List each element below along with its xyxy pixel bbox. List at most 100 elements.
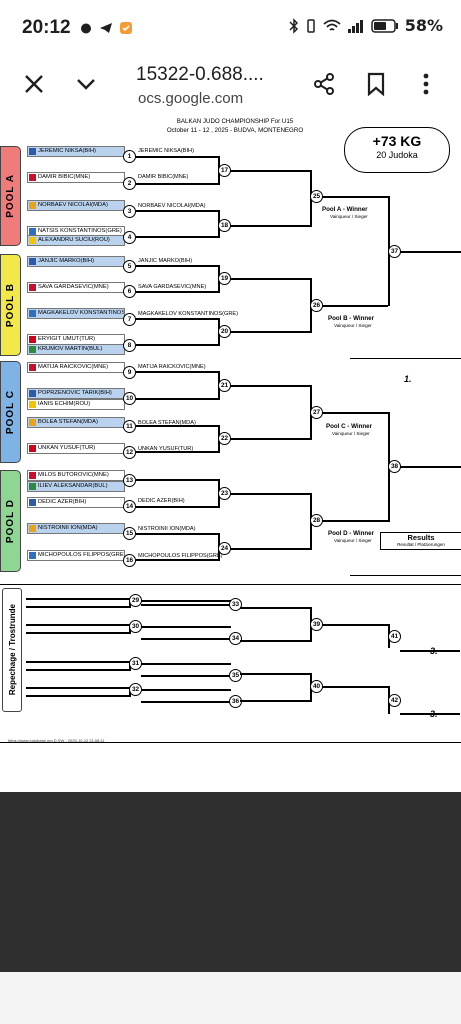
bracket-line-h bbox=[136, 156, 220, 158]
status-time: 20:12 bbox=[22, 17, 71, 38]
bracket-line-h bbox=[322, 520, 388, 522]
advancing-athlete: JANJIC MARKO(BIH) bbox=[138, 258, 193, 264]
close-button[interactable] bbox=[16, 66, 52, 102]
advancing-athlete: NORBAEV NICOLAI(MDA) bbox=[138, 203, 206, 209]
telegram-icon bbox=[99, 23, 112, 33]
bracket-sheet: BALKAN JUDO CHAMPIONSHIP For U15 October… bbox=[0, 118, 461, 743]
advancing-athlete: SAVA GARDASEVIC(MNE) bbox=[138, 284, 207, 290]
athlete-name: BOLEA STEFAN(MDA) bbox=[38, 419, 98, 425]
athlete-name: IANIS ECHIM(ROU) bbox=[38, 401, 91, 407]
first-round-node: 2 bbox=[123, 177, 136, 190]
match-node: 42 bbox=[388, 694, 401, 707]
bracket-line-h bbox=[230, 278, 312, 280]
athlete-name: MILOS BUTOROVIC(MNE) bbox=[38, 472, 109, 478]
advancing-athlete: DEDIC AZER(BIH) bbox=[138, 498, 185, 504]
bracket-line-h bbox=[136, 265, 220, 267]
athlete-entry: NISTROINII ION(MDA) bbox=[27, 523, 125, 534]
athlete-entry: JEREMIC NIKSA(BIH) bbox=[27, 146, 125, 157]
bracket-line-h bbox=[136, 344, 220, 346]
pool-b-tab: POOL B bbox=[0, 254, 21, 356]
bracket-line-h bbox=[26, 669, 130, 671]
bracket-line-h bbox=[350, 575, 461, 576]
expand-button[interactable] bbox=[68, 66, 104, 102]
repechage-tab: Repechage / Trostrunde bbox=[2, 588, 22, 712]
first-round-node: 14 bbox=[123, 500, 136, 513]
bracket-line-h bbox=[26, 661, 130, 663]
page-title[interactable]: 15322-0.688.... bbox=[136, 64, 264, 85]
third-place-label-1: 3. bbox=[430, 646, 438, 656]
bottom-bar bbox=[0, 972, 461, 1024]
bracket-line-h bbox=[136, 183, 220, 185]
country-flag-icon bbox=[29, 228, 36, 235]
close-icon bbox=[25, 75, 43, 93]
bracket-line-h bbox=[322, 305, 388, 307]
status-right: 58% bbox=[289, 16, 443, 35]
share-icon bbox=[314, 73, 334, 95]
bracket-line-h bbox=[141, 689, 231, 691]
first-round-node: 11 bbox=[123, 420, 136, 433]
first-round-node: 6 bbox=[123, 285, 136, 298]
country-flag-icon bbox=[29, 483, 36, 490]
athlete-entry: SAVA GARDASEVIC(MNE) bbox=[27, 282, 125, 293]
document-footer: https://www.judobase.org D.SW - 2025-10-… bbox=[8, 738, 105, 743]
share-button[interactable] bbox=[306, 66, 342, 102]
bracket-line-h bbox=[400, 650, 460, 652]
bracket-line-h bbox=[26, 632, 130, 634]
athlete-entry: KRUMOV MARTIN(BUL) bbox=[27, 344, 125, 355]
advancing-athlete: DAMIR BIBIC(MNE) bbox=[138, 174, 189, 180]
bracket-line-h bbox=[26, 624, 130, 626]
bracket-line-h bbox=[141, 663, 231, 665]
event-title: BALKAN JUDO CHAMPIONSHIP For U15 bbox=[176, 118, 294, 125]
athlete-name: ILIEV ALEKSANDAR(BUL) bbox=[38, 483, 108, 489]
bracket-line-h bbox=[136, 291, 220, 293]
bracket-line-h bbox=[26, 598, 130, 600]
first-round-node: 10 bbox=[123, 392, 136, 405]
bluetooth-icon bbox=[289, 17, 298, 34]
status-bar: 20:12 58% bbox=[0, 0, 461, 56]
advancing-athlete: JEREMIC NIKSA(BIH) bbox=[138, 148, 194, 154]
advancing-athlete: BOLEA STEFAN(MDA) bbox=[138, 420, 196, 426]
shield-app-icon bbox=[119, 22, 132, 34]
judoka-count: 20 Judoka bbox=[376, 150, 418, 160]
bracket-line-h bbox=[240, 607, 310, 609]
country-flag-icon bbox=[29, 472, 36, 479]
bracket-line-h bbox=[136, 425, 220, 427]
bracket-line-h bbox=[136, 451, 220, 453]
first-round-node: 5 bbox=[123, 260, 136, 273]
pool-d-tab: POOL D bbox=[0, 470, 21, 572]
pool-a-winner-sub: Vainqueur / Sieger bbox=[330, 214, 368, 219]
results-subtitle: Resultat / Platzierungen bbox=[397, 542, 445, 547]
athlete-name: DAMIR BIBIC(MNE) bbox=[38, 174, 91, 180]
bracket-line-h bbox=[322, 686, 388, 688]
first-place-label: 1. bbox=[404, 374, 412, 384]
country-flag-icon bbox=[29, 148, 36, 155]
athlete-entry: MAGKAKELOV KONSTANTINOS(GRE) bbox=[27, 308, 125, 319]
bracket-line-h bbox=[240, 700, 310, 702]
country-flag-icon bbox=[29, 284, 36, 291]
athlete-name: NISTROINII ION(MDA) bbox=[38, 525, 98, 531]
document-viewer-background bbox=[0, 792, 461, 972]
athlete-name: POPRZENOVIC TARIK(BIH) bbox=[38, 390, 112, 396]
wifi-icon bbox=[323, 19, 341, 31]
page-domain[interactable]: ocs.google.com bbox=[138, 90, 244, 107]
athlete-entry: DEDIC AZER(BIH) bbox=[27, 497, 125, 508]
athlete-name: MICHOPOULOS FILIPPOS(GRE) bbox=[38, 552, 125, 558]
bracket-line-h bbox=[136, 371, 220, 373]
athlete-entry: BOLEA STEFAN(MDA) bbox=[27, 417, 125, 428]
bracket-line-h bbox=[136, 210, 220, 212]
bracket-line-h bbox=[141, 675, 231, 677]
more-menu-button[interactable] bbox=[408, 66, 444, 102]
bracket-line-h bbox=[350, 358, 461, 359]
bracket-line-h bbox=[141, 600, 231, 602]
signal-icon bbox=[347, 19, 363, 33]
bracket-line-h bbox=[322, 196, 388, 198]
alarm-icon bbox=[80, 23, 91, 34]
athlete-entry: ILIEV ALEKSANDAR(BUL) bbox=[27, 481, 125, 492]
bracket-line-h bbox=[230, 548, 312, 550]
bracket-line-h bbox=[0, 584, 461, 585]
bookmark-button[interactable] bbox=[358, 66, 394, 102]
bracket-line-h bbox=[136, 506, 220, 508]
bracket-line-h bbox=[230, 331, 312, 333]
bracket-line-h bbox=[400, 713, 460, 715]
country-flag-icon bbox=[29, 390, 36, 397]
